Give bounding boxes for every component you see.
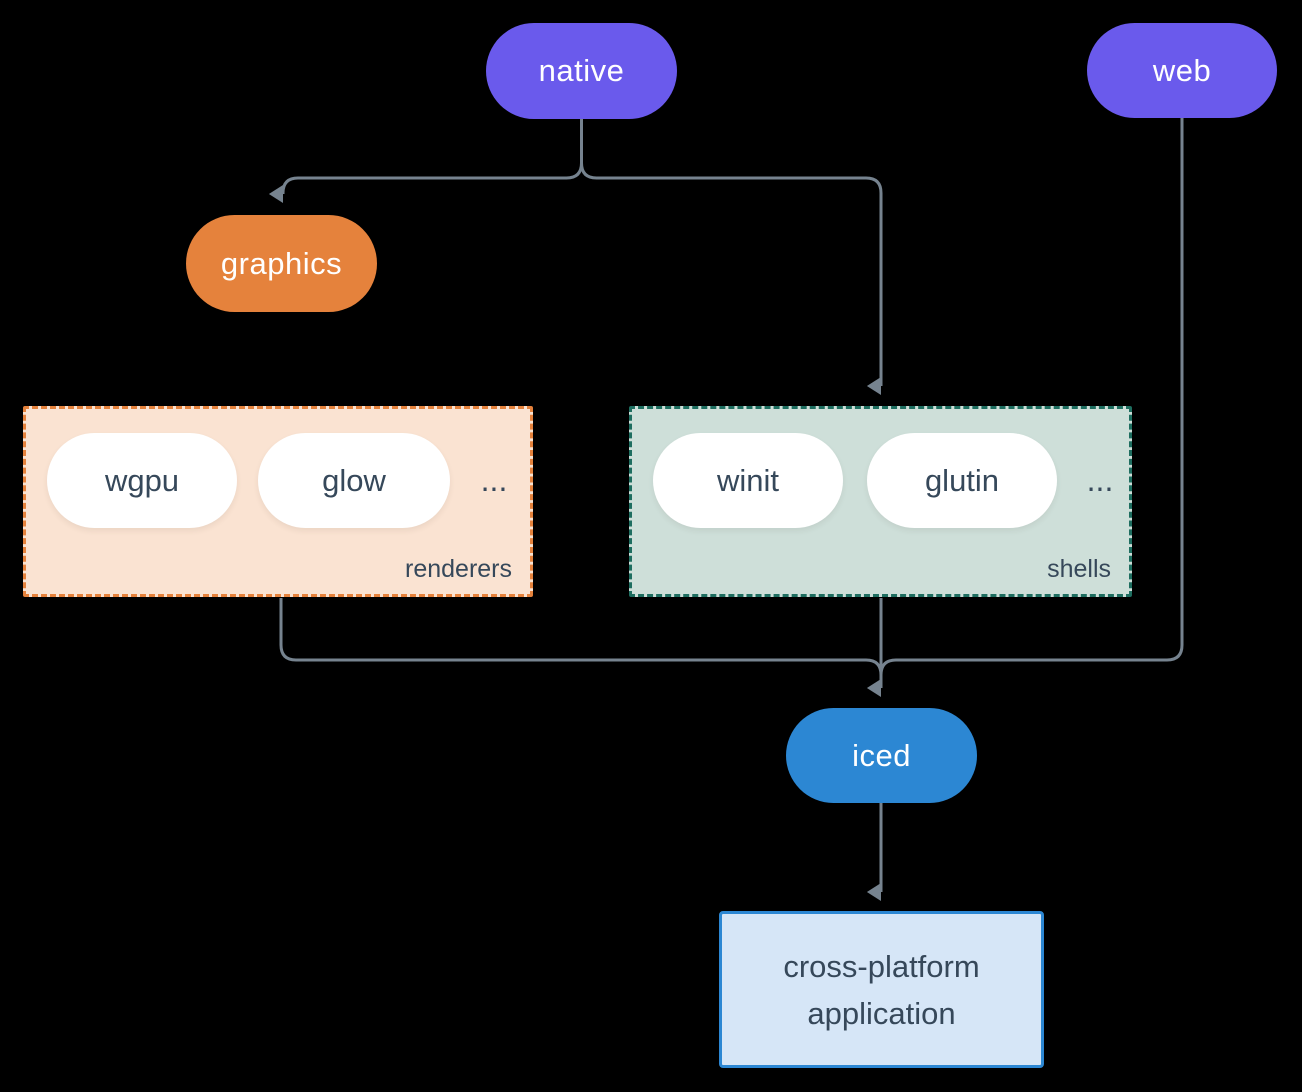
node-graphics: graphics <box>186 215 377 312</box>
shells-ellipsis: ... <box>1086 462 1114 498</box>
node-native-label: native <box>538 53 625 88</box>
node-graphics-label: graphics <box>220 245 343 281</box>
node-web: web <box>1087 23 1277 118</box>
group-label-renderers: renderers <box>405 555 512 583</box>
group-label-shells: shells <box>1047 555 1111 583</box>
group-renderers: wgpu glow ... renderers <box>23 406 533 597</box>
edge-native-graphics <box>268 119 583 203</box>
pill-wgpu-label: wgpu <box>104 462 180 498</box>
pill-glow: glow <box>258 433 450 528</box>
node-web-label: web <box>1152 52 1212 88</box>
pill-glow-label: glow <box>322 462 386 498</box>
edge-renderers-merge <box>279 598 883 676</box>
pill-glutin: glutin <box>867 433 1057 528</box>
app-label-line2: application <box>807 995 956 1031</box>
pill-winit-label: winit <box>716 462 779 498</box>
pill-glutin-label: glutin <box>924 462 1000 498</box>
pill-winit: winit <box>653 433 843 528</box>
pill-wgpu: wgpu <box>47 433 237 528</box>
node-iced-label: iced <box>852 737 911 773</box>
node-iced: iced <box>786 708 977 803</box>
app-box: cross-platform application <box>719 911 1044 1068</box>
edge-native-shells <box>580 119 883 395</box>
app-label-line1: cross-platform <box>783 948 980 984</box>
node-native: native <box>486 23 677 119</box>
group-shells: winit glutin ... shells <box>629 406 1132 597</box>
renderers-ellipsis: ... <box>480 462 508 498</box>
